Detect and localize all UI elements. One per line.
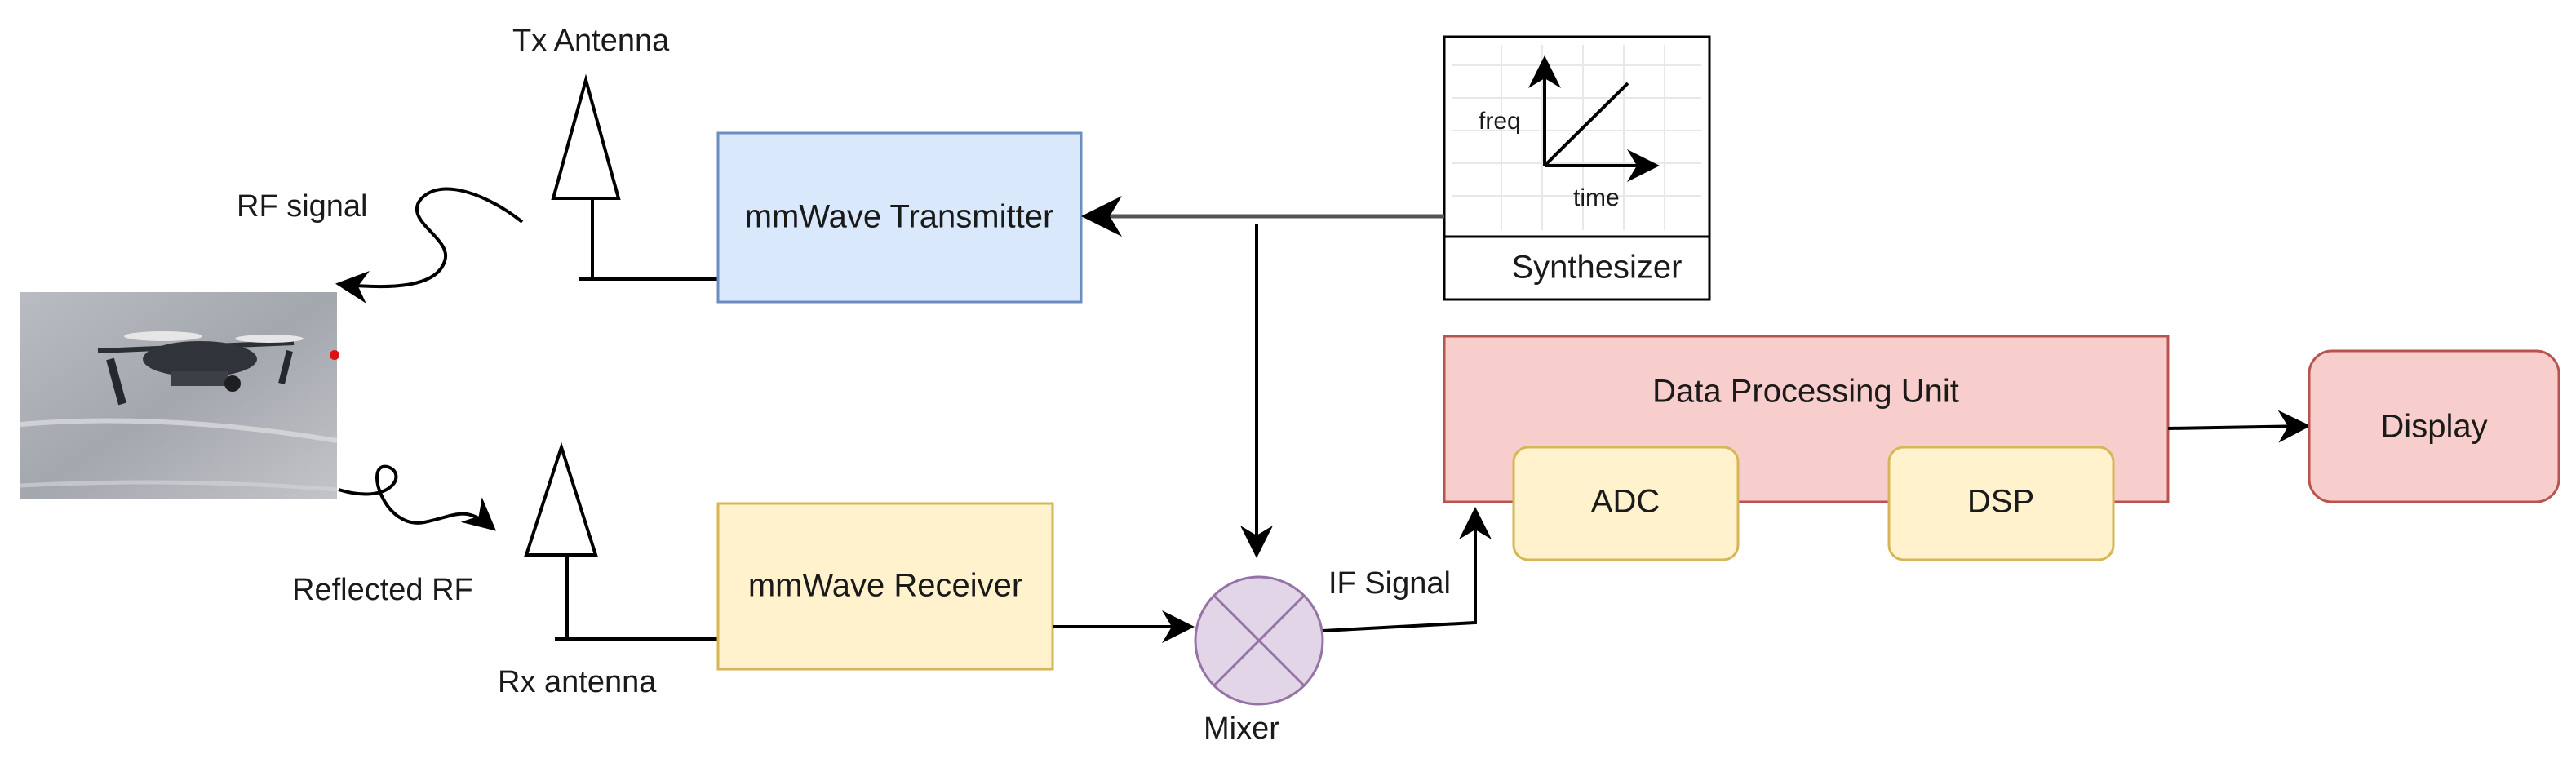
drone-photo [20, 292, 339, 499]
synthesizer-block: freq time Synthesizer [1443, 35, 1711, 301]
display-label: Display [2380, 409, 2487, 445]
rx-antenna [524, 441, 718, 641]
tx-antenna [551, 73, 718, 281]
drone-icon [97, 331, 339, 406]
dpu-to-display-arrow [2167, 410, 2311, 443]
reflected-rf-label: Reflected RF [292, 573, 473, 607]
chirp-x-label: time [1573, 184, 1620, 211]
rf-signal-label: RF signal [237, 189, 368, 224]
adc-block: ADC [1512, 446, 1740, 561]
dsp-label: DSP [1967, 484, 2034, 520]
tx-antenna-label: Tx Antenna [512, 24, 670, 58]
if-signal-label: IF Signal [1328, 566, 1451, 601]
transmitter-block: mmWave Transmitter [716, 131, 1083, 304]
reflected-rf-wave [338, 464, 497, 531]
mixer-symbol [1194, 575, 1324, 706]
synthesizer-label: Synthesizer [1512, 250, 1683, 286]
rf-signal-wave [335, 187, 524, 304]
receiver-label: mmWave Receiver [748, 568, 1022, 604]
data-processing-unit-label: Data Processing Unit [1652, 374, 1959, 410]
chirp-graph: freq time [1452, 45, 1701, 230]
chirp-y-label: freq [1479, 108, 1521, 135]
if-signal-arrow [1322, 507, 1492, 632]
dsp-block: DSP [1887, 446, 2115, 561]
rx-antenna-label: Rx antenna [498, 665, 657, 699]
receiver-block: mmWave Receiver [716, 502, 1054, 671]
adc-label: ADC [1591, 484, 1660, 520]
transmitter-label: mmWave Transmitter [745, 199, 1054, 235]
display-block: Display [2308, 349, 2560, 503]
data-processing-unit-block: Data Processing Unit ADC DSP [1443, 335, 2170, 561]
mixer-label: Mixer [1204, 712, 1279, 746]
